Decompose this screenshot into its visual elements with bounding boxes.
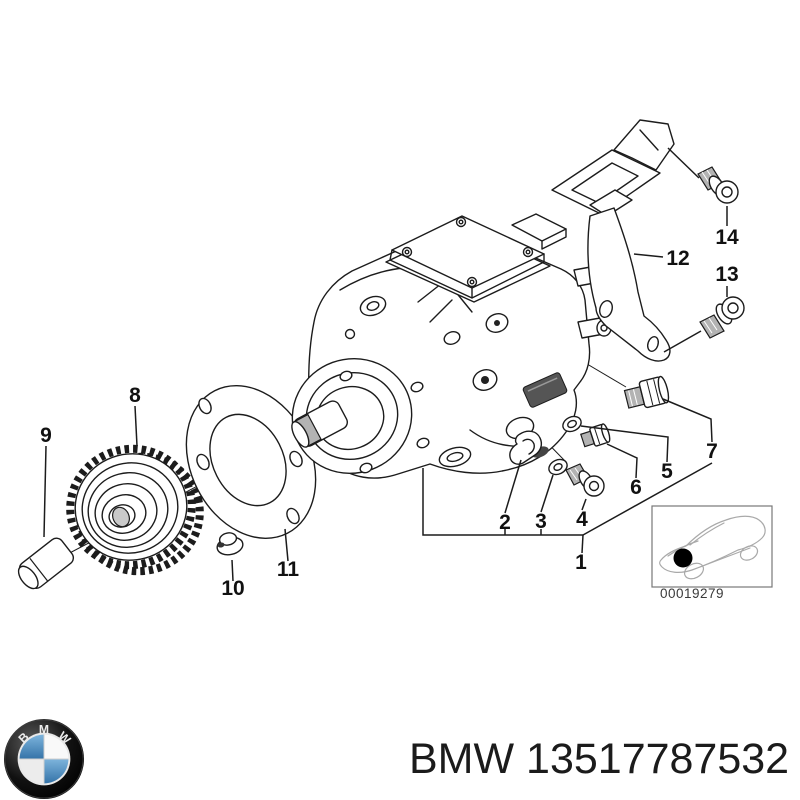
callout-6: 6	[630, 476, 642, 499]
sealing-washer-5	[562, 415, 582, 433]
bracket-bolt-lower	[699, 296, 745, 339]
control-unit-cover	[385, 213, 567, 303]
callout-7: 7	[706, 440, 718, 463]
car-outline	[659, 515, 766, 580]
pump-shaft	[291, 400, 348, 448]
timing-sprocket	[66, 444, 204, 576]
bmw-roundel-icon: B M W	[3, 718, 85, 800]
callout-3: 3	[535, 510, 547, 533]
plug-6	[580, 423, 611, 448]
callout-14: 14	[715, 226, 739, 249]
part-number-text: BMW 13517787532	[409, 735, 790, 783]
bracket-bolt-upper	[697, 166, 739, 204]
washer-3	[548, 458, 568, 476]
fork-washer	[509, 430, 543, 465]
leader-lines	[43, 147, 728, 582]
hex-bolt-4	[565, 463, 605, 497]
gasket-plate	[185, 384, 317, 540]
diagram-code: 00019279	[660, 586, 724, 601]
screw-plug	[623, 375, 670, 409]
callout-2: 2	[499, 511, 511, 534]
location-marker	[673, 548, 693, 568]
pump-body	[291, 231, 612, 479]
callout-9: 9	[40, 424, 52, 447]
callout-10: 10	[221, 577, 244, 600]
callout-13: 13	[715, 263, 738, 286]
callout-4: 4	[576, 508, 588, 531]
callouts: 1 2 3 4 5 6 7 8 9 10 11 12 13 14	[40, 226, 739, 600]
shaft-bushing	[17, 537, 75, 590]
car-location-inset: 00019279	[651, 505, 773, 601]
callout-1: 1	[575, 551, 587, 574]
callout-5: 5	[661, 460, 673, 483]
flange-nut	[216, 532, 244, 556]
callout-12: 12	[666, 247, 689, 270]
mounting-bracket	[551, 119, 675, 362]
callout-11: 11	[277, 558, 300, 581]
logo-letter-m: M	[39, 723, 49, 737]
bmw-logo: B M W	[3, 718, 85, 800]
callout-8: 8	[129, 384, 141, 407]
